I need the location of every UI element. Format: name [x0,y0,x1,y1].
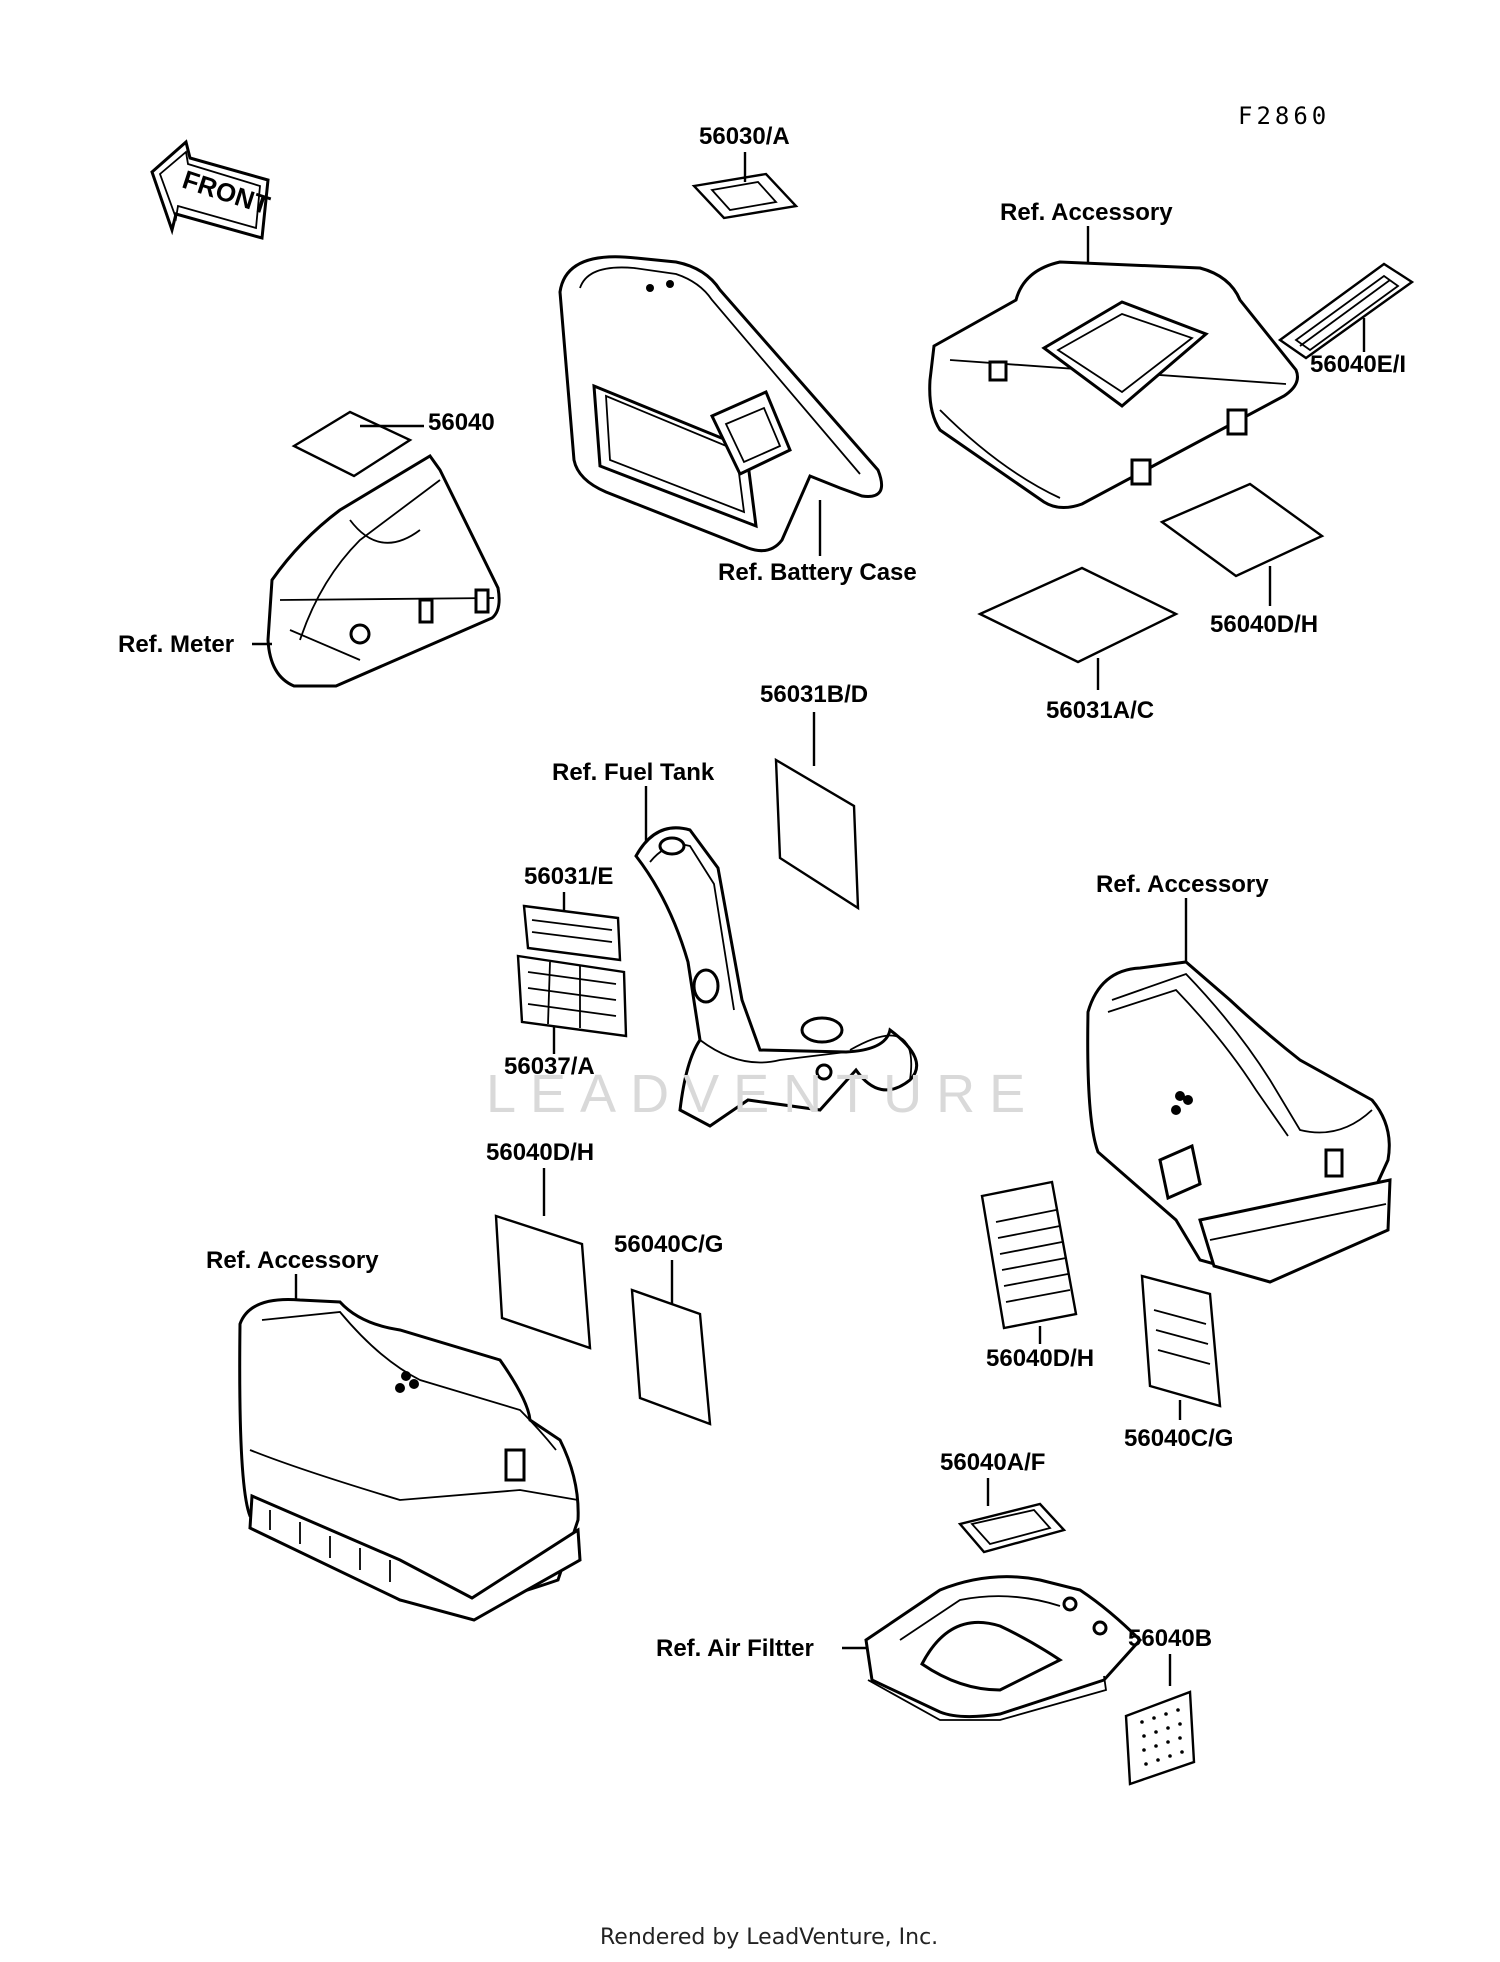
part-label-56031ac[interactable]: 56031A/C [1046,697,1154,724]
ref-fuel-tank-label: Ref. Fuel Tank [552,759,715,786]
decal-56030a[interactable] [691,172,799,220]
part-label-56030a[interactable]: 56030/A [699,123,790,150]
accessory-box-top-part [928,260,1299,509]
part-label-56040cg-left[interactable]: 56040C/G [614,1231,723,1258]
part-label-56040dh-right[interactable]: 56040D/H [986,1345,1094,1372]
decal-56031bd[interactable] [774,757,860,911]
ref-accessory-left-label: Ref. Accessory [206,1247,379,1274]
part-label-56040b[interactable]: 56040B [1128,1625,1212,1652]
decal-56031e[interactable] [522,904,622,962]
ref-meter-label: Ref. Meter [118,631,234,658]
diagram-code: F2860 [1238,102,1330,130]
part-label-56031bd[interactable]: 56031B/D [760,681,868,708]
part-label-56037a[interactable]: 56037/A [504,1053,595,1080]
ref-accessory-right-label: Ref. Accessory [1096,871,1269,898]
fuel-tank-part [634,826,919,1128]
accessory-box-left-part [238,1298,582,1622]
decal-56040[interactable] [291,410,413,478]
part-label-56040dh-left[interactable]: 56040D/H [486,1139,594,1166]
accessory-box-right-part [1086,960,1392,1284]
decal-56040dh-left[interactable] [494,1214,592,1350]
ref-accessory-top-label: Ref. Accessory [1000,199,1173,226]
front-arrow-icon: FRONT [150,139,273,240]
decal-56040e[interactable] [1277,262,1415,360]
meter-part [266,454,501,688]
watermark: LEADVENTURE [486,1064,1039,1124]
decal-56040b-dots [1140,1708,1184,1766]
air-filter-part [864,1575,1143,1721]
decal-56040dh-top[interactable] [1159,482,1325,578]
decal-56037a[interactable] [516,954,628,1038]
decal-56040af[interactable] [957,1502,1067,1554]
part-label-56040cg-right[interactable]: 56040C/G [1124,1425,1233,1452]
part-label-56031e[interactable]: 56031/E [524,863,613,890]
ref-air-filter-label: Ref. Air Filtter [656,1635,814,1662]
decal-56040cg-right[interactable] [1140,1274,1222,1408]
decal-56040dh-right[interactable] [980,1180,1078,1330]
battery-case-part [558,255,883,553]
decal-56040b[interactable] [1124,1690,1196,1786]
part-label-56040af[interactable]: 56040A/F [940,1449,1045,1476]
footer-credit: Rendered by LeadVenture, Inc. [600,1925,938,1950]
part-label-56040dh-top[interactable]: 56040D/H [1210,611,1318,638]
decal-56040cg-left[interactable] [630,1288,712,1426]
ref-battery-case-label: Ref. Battery Case [718,559,917,586]
part-label-56040e[interactable]: 56040E/I [1310,351,1406,378]
decal-56031ac[interactable] [977,566,1179,664]
part-label-56040[interactable]: 56040 [428,409,495,436]
